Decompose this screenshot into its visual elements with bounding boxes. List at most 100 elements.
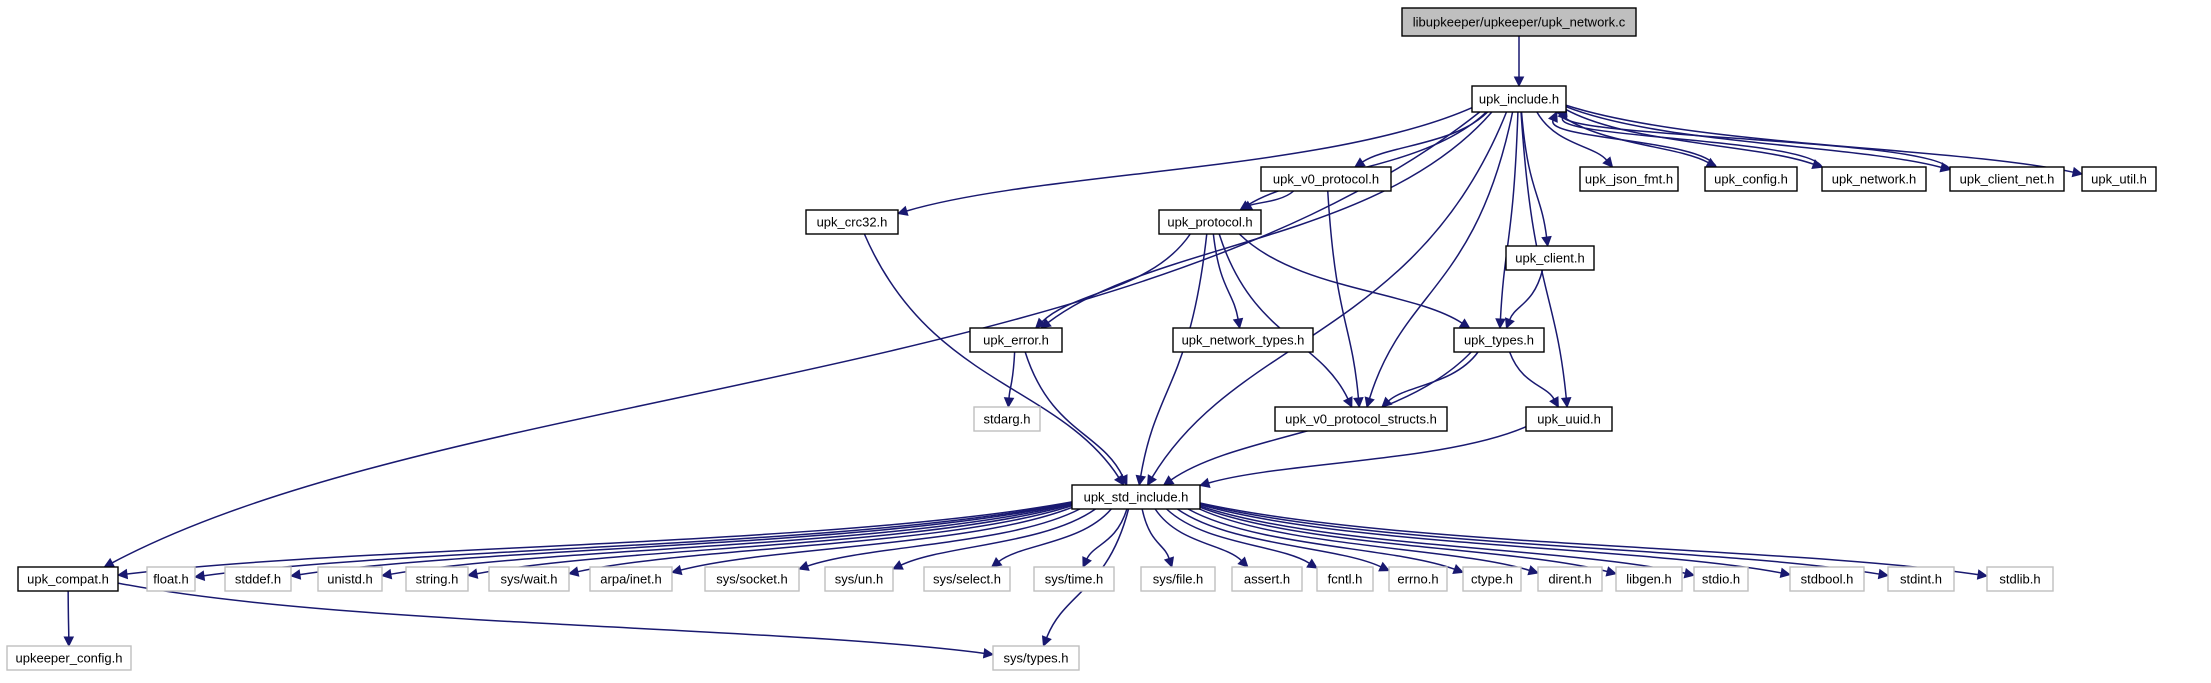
arrowhead-upk_std_include-to-stdlib bbox=[1976, 569, 1989, 580]
node-ctype: ctype.h bbox=[1462, 566, 1522, 592]
node-string: string.h bbox=[405, 566, 469, 592]
node-box bbox=[146, 566, 196, 592]
arrowhead-upk_error-to-upk_std_include bbox=[1117, 474, 1128, 487]
node-label: sys/socket.h bbox=[716, 572, 788, 587]
arrowhead-upk_std_include-to-stddef bbox=[289, 569, 302, 580]
edge-upk_std_include-to-float bbox=[203, 501, 1073, 577]
node-label: float.h bbox=[153, 572, 188, 587]
node-label: stddef.h bbox=[235, 572, 281, 587]
edge-upk_v0_protocol-to-upk_v0_protocol_structs bbox=[1327, 190, 1360, 399]
node-box bbox=[1986, 566, 2054, 592]
node-stdarg: stdarg.h bbox=[973, 406, 1041, 432]
node-label: sys/wait.h bbox=[500, 572, 557, 587]
edge-upk_std_include-to-libgen bbox=[1199, 506, 1608, 573]
arrowhead-upk_std_include-to-sys_file bbox=[1163, 556, 1175, 569]
edge-upk_std_include-to-arpa_inet bbox=[680, 506, 1073, 571]
arrowhead-upk_protocol-to-upk_std_include bbox=[1135, 474, 1147, 487]
node-label: sys/types.h bbox=[1003, 651, 1068, 666]
edge-upk_include-to-upk_config bbox=[1556, 111, 1709, 164]
node-box bbox=[1260, 166, 1392, 192]
node-upk-uuid[interactable]: upk_uuid.h bbox=[1525, 406, 1613, 432]
edges-layer bbox=[63, 35, 2084, 659]
node-box bbox=[1316, 566, 1374, 592]
node-upk-network-types[interactable]: upk_network_types.h bbox=[1172, 327, 1314, 353]
node-box bbox=[2081, 166, 2157, 192]
arrowhead-upk_std_include-to-sys_wait bbox=[567, 566, 580, 577]
arrowhead-upk_client-to-upk_types bbox=[1504, 317, 1515, 330]
node-upk-compat[interactable]: upk_compat.h bbox=[17, 566, 119, 592]
node-upk-protocol[interactable]: upk_protocol.h bbox=[1158, 209, 1262, 235]
arrowhead-upk_error-to-stdarg bbox=[1003, 397, 1015, 409]
node-label: upk_network_types.h bbox=[1182, 333, 1305, 348]
node-arpa-inet: arpa/inet.h bbox=[589, 566, 673, 592]
node-upk-network[interactable]: upk_network.h bbox=[1821, 166, 1927, 192]
node-stdio: stdio.h bbox=[1693, 566, 1749, 592]
arrowhead-upk_include-to-upk_client bbox=[1541, 235, 1552, 248]
node-sys-un: sys/un.h bbox=[824, 566, 894, 592]
node-box bbox=[1172, 327, 1314, 353]
edge-upk_include-to-upk_std_include bbox=[1151, 111, 1508, 478]
arrowhead-upk_std_include-to-stdio bbox=[1683, 567, 1696, 579]
node-upk-include[interactable]: upk_include.h bbox=[1471, 85, 1567, 113]
edge-upk_std_include-to-ctype bbox=[1187, 508, 1455, 570]
edge-upk_network-to-upk_include bbox=[1561, 117, 1823, 168]
node-upk-client[interactable]: upk_client.h bbox=[1505, 245, 1595, 271]
node-upk-v0-protocol-structs[interactable]: upk_v0_protocol_structs.h bbox=[1274, 406, 1448, 432]
node-box bbox=[317, 566, 383, 592]
node-box bbox=[824, 566, 894, 592]
edge-upk_include-to-upk_compat bbox=[111, 111, 1481, 564]
node-upk-std-include[interactable]: upk_std_include.h bbox=[1071, 484, 1201, 510]
node-upk-error[interactable]: upk_error.h bbox=[969, 327, 1063, 353]
arrowhead-upk_std_include-to-ctype bbox=[1452, 564, 1465, 575]
node-label: ctype.h bbox=[1471, 572, 1513, 587]
arrowhead-upk_std_include-to-sys_socket bbox=[797, 560, 810, 571]
node-libgen: libgen.h bbox=[1615, 566, 1683, 592]
node-upk-crc32[interactable]: upk_crc32.h bbox=[805, 209, 899, 235]
arrowhead-upk_types-to-upk_std_include bbox=[1162, 475, 1175, 486]
edge-upk_protocol-to-upk_network_types bbox=[1212, 233, 1239, 320]
edge-upk_types-to-upk_uuid bbox=[1508, 351, 1555, 400]
node-box bbox=[1789, 566, 1865, 592]
node-box bbox=[973, 406, 1041, 432]
node-box bbox=[17, 566, 119, 592]
node-label: upk_config.h bbox=[1714, 172, 1788, 187]
node-box bbox=[1388, 566, 1448, 592]
node-label: upk_types.h bbox=[1464, 333, 1534, 348]
node-label: unistd.h bbox=[327, 572, 373, 587]
edge-upk_include-to-upk_client bbox=[1520, 111, 1548, 238]
node-label: upk_error.h bbox=[983, 333, 1049, 348]
node-upk-config[interactable]: upk_config.h bbox=[1704, 166, 1798, 192]
node-network-c[interactable]: libupkeeper/upkeeper/upk_network.c bbox=[1401, 7, 1637, 37]
node-upk-json-fmt[interactable]: upk_json_fmt.h bbox=[1579, 166, 1679, 192]
arrowhead-upk_protocol-to-upk_types bbox=[1458, 318, 1471, 329]
node-box bbox=[805, 209, 899, 235]
node-assert: assert.h bbox=[1231, 566, 1303, 592]
node-box bbox=[704, 566, 800, 592]
node-upk-client-net[interactable]: upk_client_net.h bbox=[1949, 166, 2065, 192]
edge-upk_error-to-upk_std_include bbox=[1024, 351, 1124, 478]
edge-upk_client_net-to-upk_include bbox=[1562, 114, 1951, 171]
arrowhead-upk_std_include-to-sys_un bbox=[891, 560, 904, 570]
node-fcntl: fcntl.h bbox=[1316, 566, 1374, 592]
node-box bbox=[1158, 209, 1262, 235]
node-upk-types[interactable]: upk_types.h bbox=[1453, 327, 1545, 353]
node-box bbox=[1887, 566, 1955, 592]
arrowhead-upk_include-to-upk_crc32 bbox=[896, 205, 909, 216]
node-label: dirent.h bbox=[1548, 572, 1591, 587]
edge-upk_std_include-to-dirent bbox=[1199, 508, 1530, 572]
edge-upk_uuid-to-upk_std_include bbox=[1208, 426, 1527, 484]
node-box bbox=[405, 566, 469, 592]
edge-upk_crc32-to-upk_std_include bbox=[863, 233, 1120, 478]
edge-upk_std_include-to-fcntl bbox=[1166, 508, 1310, 564]
node-box bbox=[1274, 406, 1448, 432]
edge-upk_std_include-to-sys_select bbox=[998, 508, 1112, 563]
node-upk-v0-protocol[interactable]: upk_v0_protocol.h bbox=[1260, 166, 1392, 192]
node-box bbox=[1525, 406, 1613, 432]
arrowhead-upk_types-to-upk_uuid bbox=[1549, 396, 1559, 408]
arrowhead-upk_protocol-to-upk_v0_protocol_structs bbox=[1342, 396, 1353, 409]
arrowhead-upk_std_include-to-float bbox=[193, 570, 206, 581]
node-upk-util[interactable]: upk_util.h bbox=[2081, 166, 2157, 192]
node-box bbox=[1693, 566, 1749, 592]
arrowhead-upk_include-to-upk_uuid bbox=[1560, 397, 1572, 409]
node-stddef: stddef.h bbox=[224, 566, 292, 592]
